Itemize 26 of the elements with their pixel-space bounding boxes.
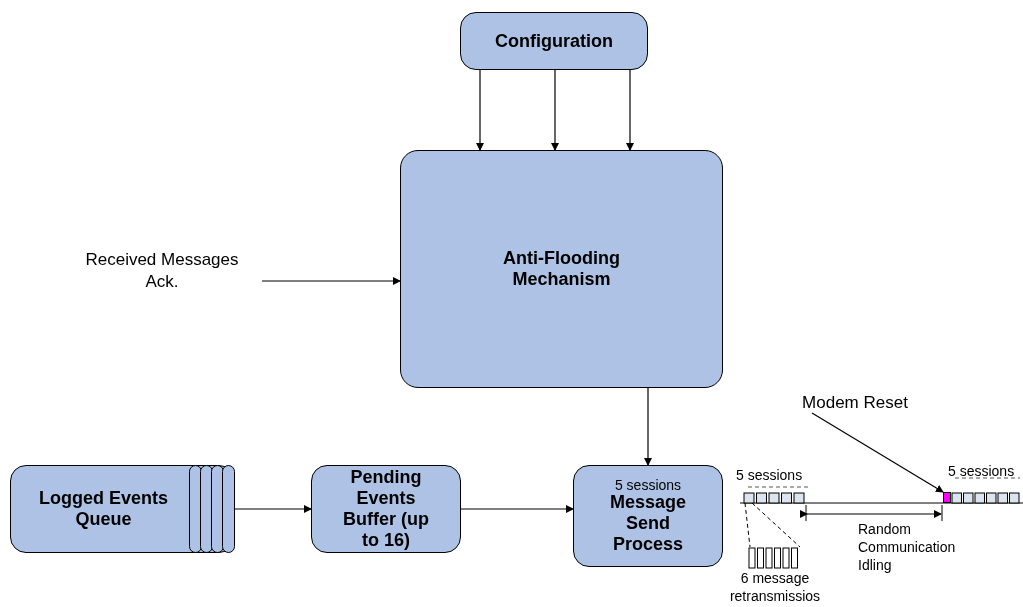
timeline-label: 6 message retransmissios [728, 569, 822, 605]
leader-line [811, 412, 944, 493]
box-title: Logged Events Queue [38, 488, 169, 530]
arrow [551, 69, 559, 151]
arrow [261, 277, 401, 285]
process-box [573, 465, 723, 567]
box-title: Message Send Process [608, 491, 687, 555]
session-count: 5 sessions [614, 477, 682, 492]
annotation-text: Modem Reset [800, 393, 910, 413]
process-box [311, 465, 461, 553]
process-box [400, 150, 723, 388]
process-box [10, 465, 235, 553]
arrow [234, 505, 312, 513]
reset-marker [943, 492, 951, 503]
box-title: Pending Events Buffer (up to 16) [342, 467, 430, 551]
box-title: Anti-Flooding Mechanism [502, 248, 621, 290]
box-title: Configuration [495, 30, 613, 52]
timeline-label: Random Communication Idling [858, 520, 957, 574]
arrow [626, 69, 634, 151]
process-box [460, 12, 648, 70]
arrow [476, 69, 484, 151]
arrow [644, 387, 652, 466]
timeline-label: 5 sessions [736, 466, 804, 484]
annotation-text: Received Messages Ack. [62, 246, 262, 296]
arrow [460, 505, 574, 513]
timeline-label: 5 sessions [948, 462, 1016, 480]
